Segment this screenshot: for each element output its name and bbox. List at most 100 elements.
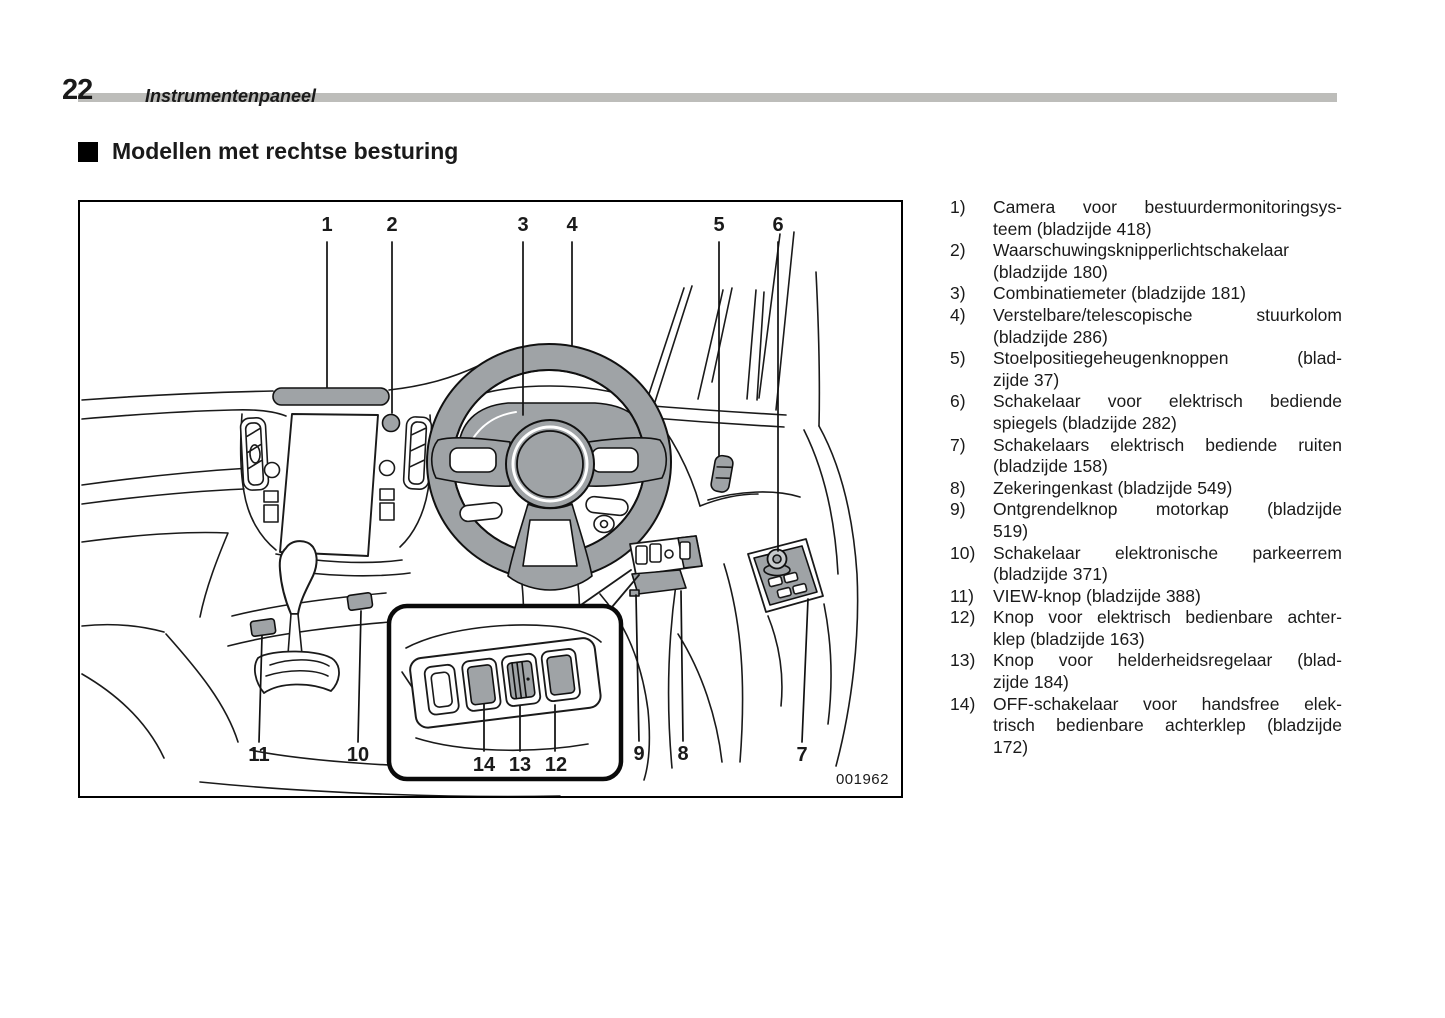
legend-number: 8) — [950, 477, 966, 498]
callout-number: 3 — [517, 214, 529, 236]
heading-text: Modellen met rechtse besturing — [112, 138, 459, 164]
legend-text: Knop voor elektrisch bedienbare achter-k… — [993, 607, 1342, 650]
legend-line: (bladzijde 286) — [993, 326, 1108, 347]
hazard-switch — [381, 413, 401, 433]
legend-number: 7) — [950, 434, 966, 455]
gear-shifter — [253, 540, 340, 694]
legend-text: Waarschuwingsknipperlichtschakelaar(blad… — [993, 240, 1342, 283]
view-button — [249, 617, 277, 638]
legend-item: 5) Stoelpositiegeheugenknoppen (blad-zij… — [950, 348, 1342, 391]
legend-item: 12) Knop voor elektrisch bedienbare acht… — [950, 607, 1342, 650]
header-rule — [78, 93, 1337, 102]
legend-text: VIEW-knop (bladzijde 388) — [993, 586, 1342, 608]
heading-square-marker — [78, 141, 98, 162]
legend-text: OFF-schakelaar voor handsfree elek-trisc… — [993, 694, 1342, 759]
seat-memory-buttons — [710, 454, 734, 493]
legend-item: 13) Knop voor helderheidsregelaar (blad-… — [950, 650, 1342, 693]
legend-line: Camera voor bestuurdermonitoringsys- — [993, 197, 1342, 217]
callout-number: 8 — [677, 743, 689, 765]
callout-number: 4 — [566, 214, 578, 236]
inset-magnifier — [386, 603, 624, 782]
legend-item: 1) Camera voor bestuurdermonitoringsys-t… — [950, 197, 1342, 240]
legend-text: Schakelaar elektronische parkeerrem(blad… — [993, 543, 1342, 586]
legend-number: 10) — [950, 542, 976, 563]
legend-line: Stoelpositiegeheugenknoppen (blad- — [993, 348, 1342, 369]
callout-number: 6 — [772, 214, 784, 236]
legend-line: Zekeringenkast (bladzijde 549) — [993, 477, 1233, 498]
callout-number: 14 — [472, 754, 496, 776]
leader-lines — [258, 241, 809, 743]
legend-line: Schakelaar elektronische parkeerrem — [993, 542, 1342, 563]
callout-number: 11 — [248, 744, 270, 766]
callout-number: 12 — [544, 754, 568, 776]
legend-text: Zekeringenkast (bladzijde 549) — [993, 478, 1342, 500]
legend-item: 11) VIEW-knop (bladzijde 388) — [950, 586, 1342, 608]
legend-item: 8) Zekeringenkast (bladzijde 549) — [950, 478, 1342, 500]
callout-number: 5 — [713, 214, 725, 236]
legend-line: teem (bladzijde 418) — [993, 218, 1152, 239]
legend-number: 11) — [950, 585, 974, 606]
legend-number: 1) — [950, 197, 966, 217]
legend-line: Waarschuwingsknipperlichtschakelaar — [993, 240, 1290, 261]
legend-line: spiegels (bladzijde 282) — [993, 412, 1177, 433]
legend-line: 172) — [993, 736, 1029, 757]
legend-item: 10) Schakelaar elektronische parkeerrem(… — [950, 543, 1342, 586]
legend-item: 4) Verstelbare/telescopische stuurkolom(… — [950, 305, 1342, 348]
legend-text: Knop voor helderheidsregelaar (blad-zijd… — [993, 650, 1342, 693]
legend-number: 6) — [950, 391, 966, 412]
legend-number: 14) — [950, 693, 976, 714]
legend-text: Stoelpositiegeheugenknoppen (blad-zijde … — [993, 348, 1342, 391]
legend-line: Schakelaar voor elektrisch bediende — [993, 391, 1342, 412]
legend-item: 7) Schakelaars elektrisch bediende ruite… — [950, 435, 1342, 478]
callout-number: 7 — [796, 744, 808, 766]
window-switch-panel — [747, 538, 824, 613]
legend-text: Camera voor bestuurdermonitoringsys-teem… — [993, 197, 1342, 240]
legend-line: zijde 184) — [993, 672, 1069, 693]
figure-code: 001962 — [835, 771, 889, 788]
touchscreen — [279, 413, 379, 557]
legend-text: Combinatiemeter (bladzijde 181) — [993, 283, 1342, 305]
legend-line: trisch bedienbare achterklep (bladzijde — [993, 715, 1342, 736]
legend-line: Knop voor helderheidsregelaar (blad- — [993, 650, 1342, 671]
legend-line: (bladzijde 158) — [993, 456, 1108, 477]
legend-number: 13) — [950, 650, 976, 671]
tailgate-off-switch — [546, 654, 576, 696]
tailgate-button — [466, 664, 496, 706]
legend-item: 3) Combinatiemeter (bladzijde 181) — [950, 283, 1342, 305]
legend-number: 2) — [950, 240, 966, 261]
section-title: Instrumentenpaneel — [145, 86, 317, 106]
parking-brake-switch — [346, 591, 374, 612]
dashboard-illustration — [81, 231, 859, 796]
legend-number: 4) — [950, 304, 966, 325]
legend-text: Schakelaars elektrisch bediende ruiten(b… — [993, 435, 1342, 478]
page-number: 22 — [62, 74, 93, 106]
legend-line: VIEW-knop (bladzijde 388) — [993, 585, 1201, 606]
legend-line: (bladzijde 180) — [993, 261, 1108, 282]
legend-text: Verstelbare/telescopische stuurkolom(bla… — [993, 305, 1342, 348]
fuse-box — [631, 569, 687, 595]
left-air-vent — [239, 417, 270, 491]
section-heading: Modellen met rechtse besturing — [78, 138, 458, 165]
dash-switch-row — [629, 535, 703, 576]
legend-line: Ontgrendelknop motorkap (bladzijde — [993, 499, 1342, 520]
legend-item: 14) OFF-schakelaar voor handsfree elek-t… — [950, 694, 1342, 759]
callout-number: 13 — [508, 754, 532, 776]
steering-wheel — [426, 343, 672, 591]
legend-line: Schakelaars elektrisch bediende ruiten — [993, 434, 1342, 455]
callout-number: 2 — [386, 214, 398, 236]
legend-line: zijde 37) — [993, 369, 1060, 390]
legend: 1) Camera voor bestuurdermonitoringsys-t… — [950, 197, 1342, 758]
legend-number: 12) — [950, 607, 976, 628]
center-stack — [239, 413, 433, 557]
legend-line: klep (bladzijde 163) — [993, 628, 1145, 649]
legend-line: Knop voor elektrisch bedienbare achter- — [993, 607, 1342, 628]
legend-item: 2) Waarschuwingsknipperlichtschakelaar(b… — [950, 240, 1342, 283]
callout-number: 1 — [321, 214, 333, 236]
legend-number: 3) — [950, 283, 966, 304]
legend-line: (bladzijde 371) — [993, 564, 1108, 585]
